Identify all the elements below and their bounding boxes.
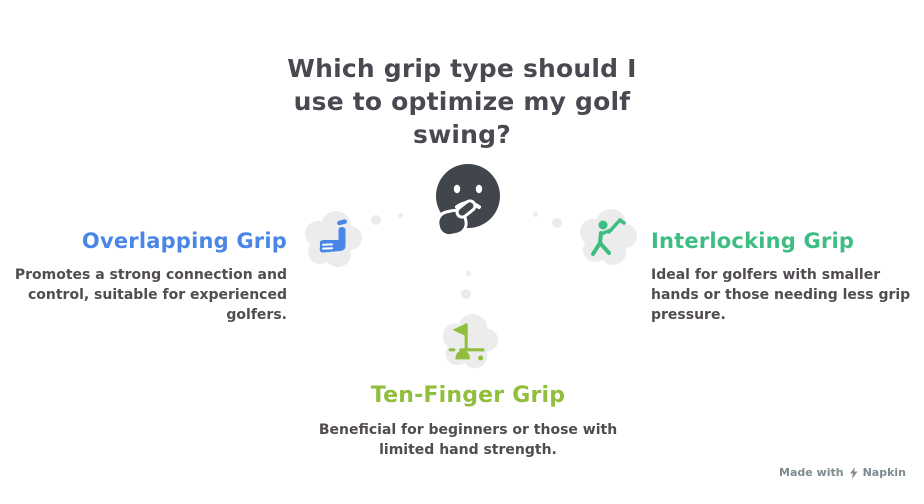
interlocking-grip-description: Ideal for golfers with smaller hands or … [651, 267, 911, 323]
watermark-prefix: Made with [779, 466, 844, 479]
overlapping-grip-description: Promotes a strong connection and control… [14, 267, 287, 323]
thought-dot [396, 211, 405, 220]
interlocking-grip-heading: Interlocking Grip [651, 229, 855, 253]
section-interlocking-grip: Interlocking Grip Ideal for golfers with… [651, 229, 924, 325]
section-ten-finger-grip: Ten-Finger Grip Beneficial for beginners… [318, 383, 618, 460]
thought-dot [459, 287, 473, 301]
thought-dot [464, 269, 473, 278]
napkin-logo-icon [849, 466, 858, 479]
napkin-watermark: Made with Napkin [779, 466, 906, 479]
overlapping-grip-heading: Overlapping Grip [81, 229, 287, 253]
thought-cloud-ten-finger [442, 313, 499, 369]
ten-finger-grip-heading: Ten-Finger Grip [370, 383, 566, 408]
section-overlapping-grip: Overlapping Grip Promotes a strong conne… [10, 229, 287, 325]
thought-dot [369, 213, 383, 227]
golf-club-icon [319, 219, 347, 253]
thought-cloud-interlocking [580, 209, 637, 265]
thought-cloud-overlapping [305, 211, 362, 267]
page-title: Which grip type should I use to optimize… [287, 54, 637, 149]
watermark-brand: Napkin [862, 466, 906, 479]
golfer-swing-icon [591, 218, 626, 256]
thought-dot [531, 210, 540, 219]
thought-dot [550, 216, 564, 230]
ten-finger-grip-description: Beneficial for beginners or those with l… [318, 422, 618, 458]
thinking-face-icon [436, 164, 500, 238]
golf-flag-icon [448, 323, 485, 361]
